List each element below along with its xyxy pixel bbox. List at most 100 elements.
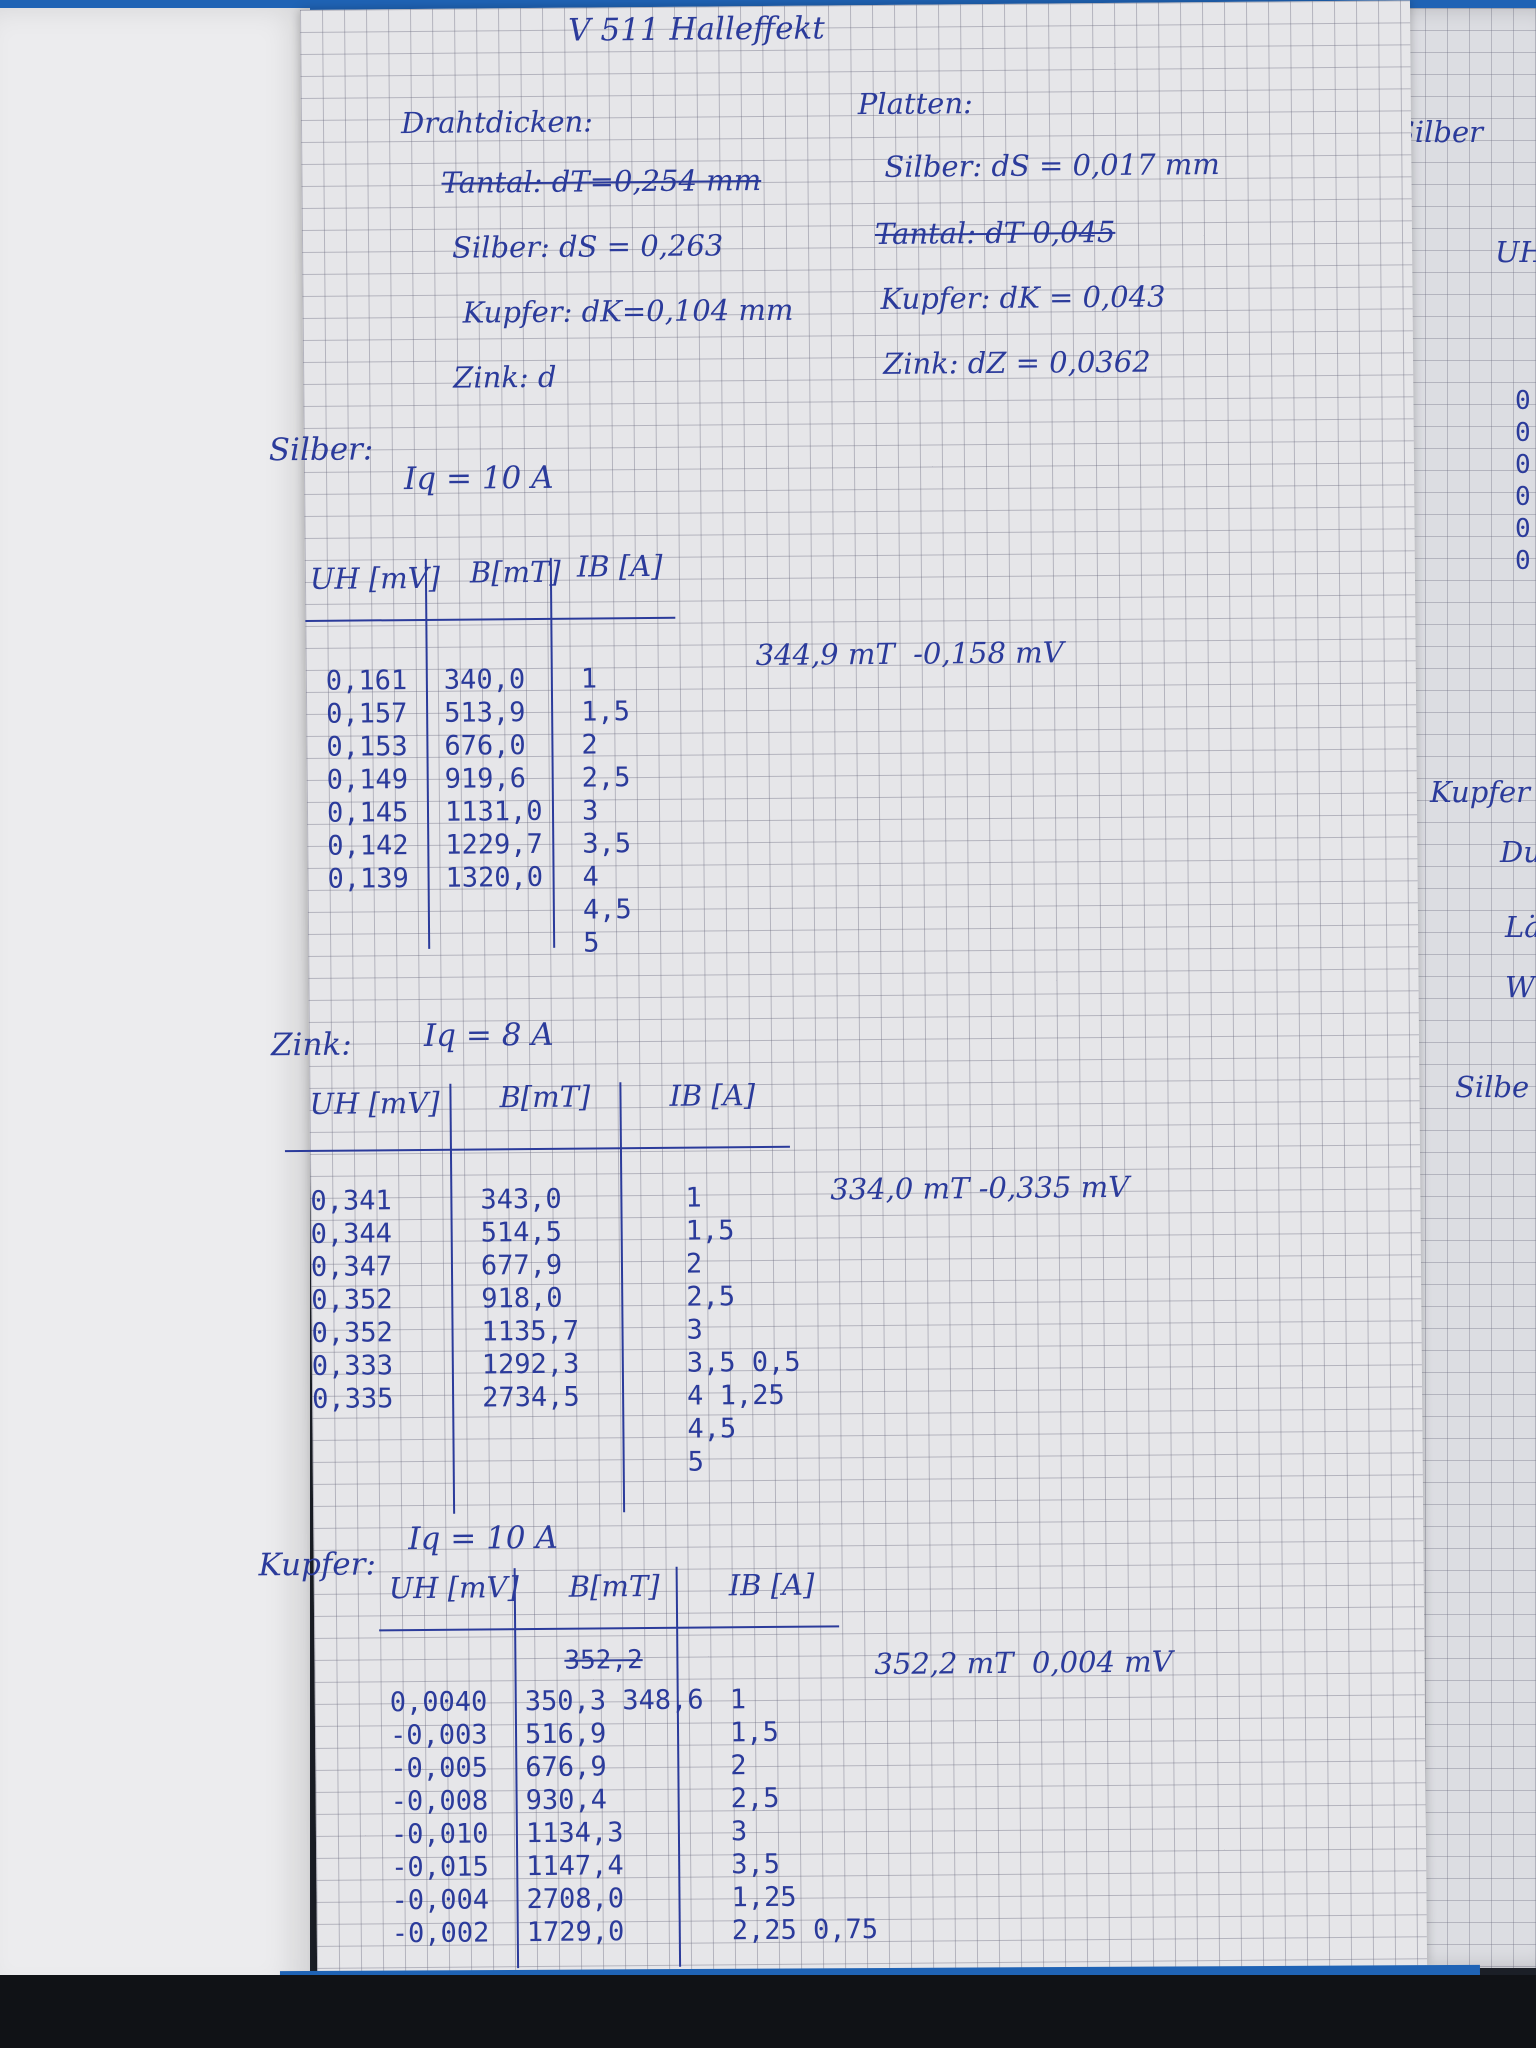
zink-header-rule [284,1145,790,1153]
plate-tantal: Tantal: dT 0,045 [874,214,1116,251]
wire-zink: Zink: d [453,359,557,395]
zink-header-uh: UH [mV] [309,1085,440,1121]
zink-section-label: Zink: [270,1026,352,1064]
plates-heading: Platten: [857,86,973,122]
left-blank-page [0,8,310,1993]
table-cell: 1147,4 [526,1850,624,1883]
table-cell: 0,341 [310,1185,392,1217]
table-cell: 1131,0 [444,795,543,828]
table-cell: 4 1,25 [686,1379,785,1412]
right-silbe-label: Silbe [1455,1070,1530,1104]
table-cell: 2734,5 [481,1381,580,1414]
right-la-label: Lä [1505,910,1536,944]
table-cell: 3,5 [582,828,632,860]
zink-current: Iq = 8 A [423,1016,554,1054]
table-cell: 3 [730,1816,748,1848]
table-cell: 2,5 [581,762,631,794]
zink-note: 334,0 mT -0,335 mV [830,1169,1130,1207]
table-cell: 1 [685,1182,702,1214]
right-digit: 0 [1515,482,1531,512]
table-cell: 2,5 [686,1281,736,1313]
table-cell: 1292,3 [481,1348,580,1381]
plate-kupfer: Kupfer: dK = 0,043 [880,279,1166,316]
table-cell: -0,008 [390,1785,489,1818]
table-cell: 2,5 [730,1782,780,1815]
table-cell: 0,161 [325,665,408,697]
table-cell: 2 [581,729,598,761]
right-digit: 0 [1515,546,1531,576]
grid-paper-page: V 511 Halleffekt Drahtdicken: Tantal: dT… [258,0,1428,1975]
table-cell: 2708,0 [526,1883,625,1916]
kupfer-uh-column: 0,0040-0,003-0,005-0,008-0,010-0,015-0,0… [390,1685,490,1950]
silber-header-rule [305,616,676,622]
table-cell: 5 [583,927,600,959]
silber-column-divider [424,558,431,949]
table-cell: 513,9 [444,697,526,729]
silber-section-label: Silber: [268,431,374,469]
table-cell: 516,9 [524,1718,607,1751]
wire-kupfer: Kupfer: dK=0,104 mm [462,292,794,330]
table-cell: 1 [580,663,598,695]
kupfer-b-crossed: 352,2 [564,1645,643,1676]
table-cell: 1,25 [731,1881,797,1914]
plate-zink: Zink: dZ = 0,0362 [882,344,1151,381]
table-cell: 1135,7 [481,1315,580,1348]
silber-current: Iq = 10 A [403,459,554,498]
table-cell: 4,5 [582,894,632,926]
plate-silber: Silber: dS = 0,017 mm [884,146,1220,184]
zink-header-ib: IB [A] [669,1078,756,1113]
right-digit: 0 [1515,450,1531,480]
table-cell: 350,3 348,6 [524,1684,704,1718]
table-cell: -0,003 [389,1719,488,1752]
kupfer-current: Iq = 10 A [408,1519,558,1558]
table-cell: 1,5 [729,1716,779,1749]
table-cell: 0,347 [310,1251,393,1283]
table-cell: 918,0 [481,1282,563,1315]
table-cell: 1229,7 [445,828,543,861]
silber-header-b: B[mT] [469,554,561,590]
table-cell: 0,157 [326,698,408,730]
table-cell: 3 [686,1314,703,1346]
table-cell: 5 [687,1446,705,1478]
table-cell: 3,5 [731,1848,781,1881]
table-cell: -0,002 [391,1917,490,1950]
table-cell: 2 [685,1248,703,1280]
table-cell: 0,142 [327,830,409,862]
silber-header-uh: UH [mV] [309,560,441,596]
table-surface [0,1975,1536,2048]
table-cell: 4 [582,861,599,893]
table-cell: 0,149 [326,764,409,796]
kupfer-section-label: Kupfer: [258,1546,377,1584]
table-cell: 3 [581,795,599,827]
page-title: V 511 Halleffekt [568,10,825,49]
silber-header-ib: IB [A] [576,548,663,584]
table-cell: 3,5 0,5 [686,1346,801,1379]
table-cell: 1,5 [685,1215,735,1247]
table-cell: 1,5 [581,696,631,728]
wire-silber: Silber: dS = 0,263 [451,228,724,265]
table-cell: 0,139 [327,863,410,895]
kupfer-header-b: B[mT] [568,1568,660,1604]
table-cell: -0,010 [390,1818,489,1851]
table-cell: 1 [729,1684,747,1716]
table-cell: 0,344 [310,1218,393,1250]
table-cell: 1320,0 [445,861,544,894]
table-cell: 676,9 [525,1751,607,1784]
table-cell: 0,335 [311,1383,394,1415]
kupfer-header-uh: UH [mV] [388,1570,519,1606]
table-cell: 0,0040 [389,1686,488,1719]
silber-note: 344,9 mT -0,158 mV [755,635,1064,673]
kupfer-header-rule [379,1625,840,1632]
table-cell: 2,25 0,75 [731,1914,879,1947]
table-cell: 676,0 [444,730,526,762]
table-cell: 919,6 [444,763,527,795]
silber-column-divider [549,557,556,948]
right-kupfer-label: Kupfer [1430,775,1531,809]
